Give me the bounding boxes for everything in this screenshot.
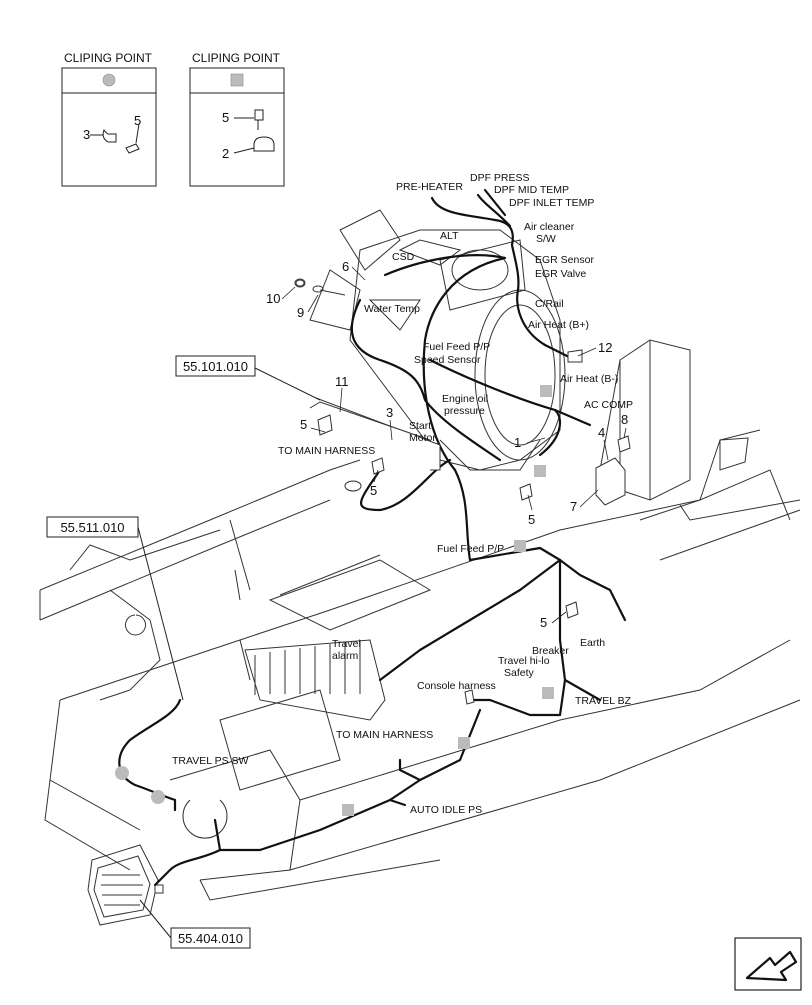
- direction-arrow-icon: [734, 937, 802, 991]
- label-travel: Travel: [332, 638, 361, 650]
- label-dpf-press: DPF PRESS: [470, 172, 530, 184]
- label-water-temp: Water Temp: [364, 303, 420, 315]
- wire-harness: [118, 188, 627, 887]
- square-clip-marker: [540, 385, 552, 397]
- clip-box-square: CLIPING POINT 5 2: [189, 51, 285, 187]
- circle-clip-marker: [151, 790, 165, 804]
- label-fuel-feed-pp-bottom: Fuel Feed P/P: [437, 543, 504, 555]
- part-number: 2: [222, 146, 229, 161]
- part-number-5a: 5: [300, 417, 307, 432]
- part-number-10: 10: [266, 291, 280, 306]
- clip-markers: [115, 385, 554, 816]
- part-number: 3: [83, 127, 90, 142]
- label-breaker: Breaker: [532, 645, 569, 657]
- part-number-12: 12: [598, 340, 612, 355]
- label-start: Start: [409, 420, 431, 432]
- square-clip-marker: [458, 737, 470, 749]
- reference-55-511-010: 55.511.010: [60, 520, 124, 535]
- label-travel-ps-sw: TRAVEL PS SW: [172, 755, 249, 767]
- label-egr-sensor: EGR Sensor: [535, 254, 594, 266]
- reference-55-404-010: 55.404.010: [178, 931, 243, 946]
- label-console-harness: Console harness: [417, 680, 496, 692]
- clip-box-title: CLIPING POINT: [192, 51, 281, 65]
- part-number-5b: 5: [370, 483, 377, 498]
- part-number-11: 11: [335, 374, 349, 389]
- label-travel-bz: TRAVEL BZ: [575, 695, 632, 707]
- label-air-cleaner: Air cleaner: [524, 221, 575, 233]
- square-marker-icon: [230, 73, 244, 87]
- label-air-heat-minus: Air Heat (B-): [560, 373, 618, 385]
- part-number-3: 3: [386, 405, 393, 420]
- label-air-cleaner-sw: S/W: [536, 233, 556, 245]
- circle-clip-marker: [115, 766, 129, 780]
- reference-55-101-010: 55.101.010: [183, 359, 248, 374]
- label-pre-heater: PRE-HEATER: [396, 181, 463, 193]
- label-engine-oil-pressure: pressure: [444, 405, 485, 417]
- square-clip-marker: [342, 804, 354, 816]
- control-valve: [244, 639, 386, 721]
- clip-box-circle: CLIPING POINT 3 5: [61, 51, 157, 187]
- label-travel-hi-lo: Travel hi-lo: [498, 655, 550, 667]
- label-engine-oil: Engine oil: [442, 393, 488, 405]
- part-number-8: 8: [621, 412, 628, 427]
- label-safety: Safety: [504, 667, 535, 679]
- part-number-7: 7: [570, 499, 577, 514]
- label-alarm: alarm: [332, 650, 359, 662]
- part-number-5c: 5: [528, 512, 535, 527]
- part-number-9: 9: [297, 305, 304, 320]
- work-light: [87, 844, 164, 926]
- label-dpf-inlet-temp: DPF INLET TEMP: [509, 197, 594, 209]
- part-number-6: 6: [342, 259, 349, 274]
- part-number: 5: [222, 110, 229, 125]
- label-fuel-feed-pp-top: Fuel Feed P/P: [423, 341, 490, 353]
- label-motor: Motor: [409, 432, 436, 444]
- label-to-main-harness-bottom: TO MAIN HARNESS: [336, 729, 433, 741]
- label-air-heat-plus: Air Heat (B+): [528, 319, 589, 331]
- square-clip-marker: [534, 465, 546, 477]
- square-clip-marker: [542, 687, 554, 699]
- circle-marker-icon: [102, 73, 116, 87]
- part-number: 5: [134, 113, 141, 128]
- label-egr-valve: EGR Valve: [535, 268, 586, 280]
- reference-boxes: 55.101.010 55.511.010 55.404.010: [46, 355, 321, 949]
- label-auto-idle-ps: AUTO IDLE PS: [410, 804, 482, 816]
- label-csd: CSD: [392, 251, 415, 263]
- label-speed-sensor: Speed Sensor: [414, 354, 481, 366]
- engine-assembly: [294, 209, 566, 471]
- square-clip-marker: [514, 540, 526, 552]
- label-to-main-harness-top: TO MAIN HARNESS: [278, 445, 375, 457]
- connector-labels: PRE-HEATER DPF PRESS DPF MID TEMP DPF IN…: [172, 172, 633, 816]
- clip-box-title: CLIPING POINT: [64, 51, 153, 65]
- label-c-rail: C/Rail: [535, 298, 564, 310]
- part-number-1: 1: [514, 435, 521, 450]
- label-ac-comp: AC COMP: [584, 399, 633, 411]
- part-number-5d: 5: [540, 615, 547, 630]
- label-earth: Earth: [580, 637, 605, 649]
- label-alt: ALT: [440, 230, 459, 242]
- label-dpf-mid-temp: DPF MID TEMP: [494, 184, 569, 196]
- part-numbers: 1 4 3 5 5 5 5 6 7 8 9 10 11 12: [266, 259, 628, 630]
- part-number-4: 4: [598, 425, 605, 440]
